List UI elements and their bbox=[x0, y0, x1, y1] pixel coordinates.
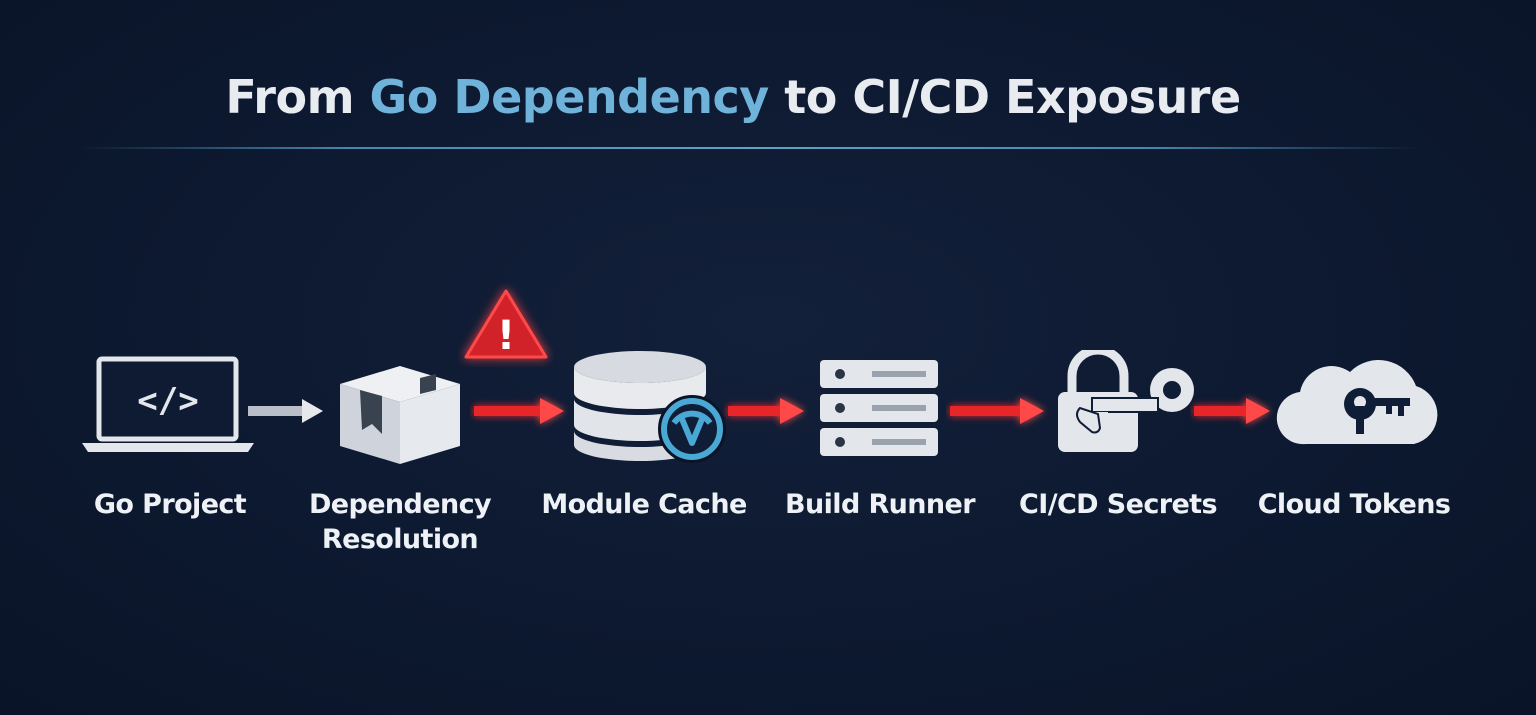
page-title: From Go Dependency to CI/CD Exposure bbox=[0, 70, 1466, 124]
flow-arrow-4 bbox=[950, 398, 1044, 424]
flow-arrow-5 bbox=[1194, 398, 1270, 424]
database-icon bbox=[574, 351, 726, 463]
title-suffix: to CI/CD Exposure bbox=[768, 70, 1241, 124]
node-label-dependency-resolution: Dependency Resolution bbox=[290, 487, 510, 557]
node-label-cicd-secrets: CI/CD Secrets bbox=[1019, 489, 1218, 520]
title-accent: Go Dependency bbox=[369, 70, 770, 124]
node-label-cloud-tokens: Cloud Tokens bbox=[1257, 489, 1451, 520]
node-label-go-project: Go Project bbox=[93, 489, 247, 520]
title-prefix: From bbox=[225, 70, 370, 124]
laptop-code-icon: </> bbox=[82, 356, 254, 452]
node-label-build-runner: Build Runner bbox=[785, 489, 976, 520]
package-box-icon bbox=[340, 366, 460, 464]
warning-glyph: ! bbox=[497, 313, 515, 359]
flow-arrow-3 bbox=[728, 398, 804, 424]
server-rack-icon bbox=[820, 360, 938, 456]
cloud-key-icon bbox=[1276, 360, 1438, 445]
flow-arrow-1 bbox=[248, 399, 323, 423]
warning-triangle-icon: ! bbox=[464, 289, 548, 359]
flow-arrow-2 bbox=[474, 398, 564, 424]
node-label-line-1: Dependency bbox=[308, 489, 492, 520]
padlock-key-icon bbox=[1058, 350, 1194, 452]
title-divider bbox=[80, 147, 1420, 149]
node-label-line-2: Resolution bbox=[321, 524, 479, 555]
node-label-module-cache: Module Cache bbox=[541, 489, 747, 520]
code-glyph: </> bbox=[137, 381, 198, 421]
